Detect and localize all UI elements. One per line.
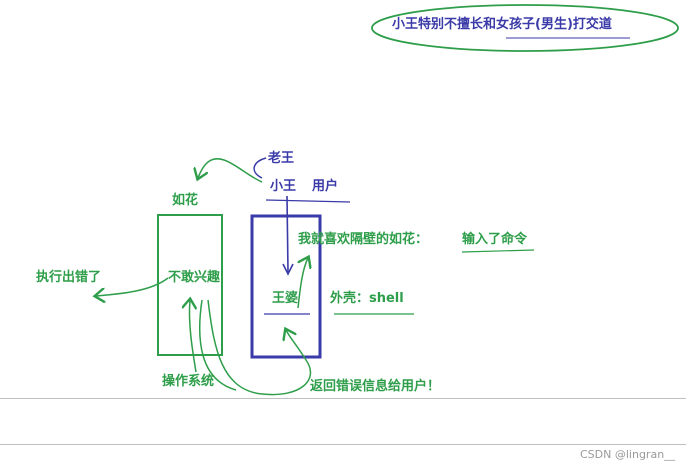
arrow-to-ruhua	[198, 158, 263, 183]
underline-command	[461, 249, 535, 253]
diagram-title: 小王特别不擅长和女孩子(男生)打交道	[392, 17, 612, 32]
underline-user	[265, 199, 351, 203]
watermark: CSDN @lingran__	[580, 448, 676, 461]
label-executed-error: 执行出错了	[36, 270, 102, 285]
page-rule-bottom	[0, 444, 686, 445]
label-os: 操作系统	[162, 374, 215, 389]
arrow-command	[297, 258, 308, 309]
label-not-interested: 不敢兴趣	[168, 270, 221, 285]
label-shell: 外壳：shell	[330, 291, 404, 306]
label-user: 用户	[312, 179, 339, 194]
title-ellipse	[371, 4, 679, 52]
label-laowang: 老王	[268, 151, 295, 166]
laowang-curve	[253, 157, 267, 179]
label-wangpo: 王婆	[272, 291, 299, 306]
ruhua-box	[157, 214, 223, 356]
page-rule-top	[0, 398, 686, 399]
label-like-ruhua: 我就喜欢隔壁的如花：	[298, 232, 429, 247]
label-ruhua: 如花	[172, 193, 199, 208]
arrow-to-error	[96, 277, 169, 296]
loop-arrow-return	[207, 299, 312, 396]
label-return-error: 返回错误信息给用户！	[310, 379, 441, 394]
loop-curve-left	[199, 299, 237, 391]
arrow-user-to-shell	[286, 195, 289, 273]
arrow-os-to-ruhua	[189, 300, 196, 373]
wangpo-box	[250, 214, 322, 359]
label-xiaowang: 小王	[270, 179, 297, 194]
label-entered-command: 输入了命令	[462, 232, 528, 247]
